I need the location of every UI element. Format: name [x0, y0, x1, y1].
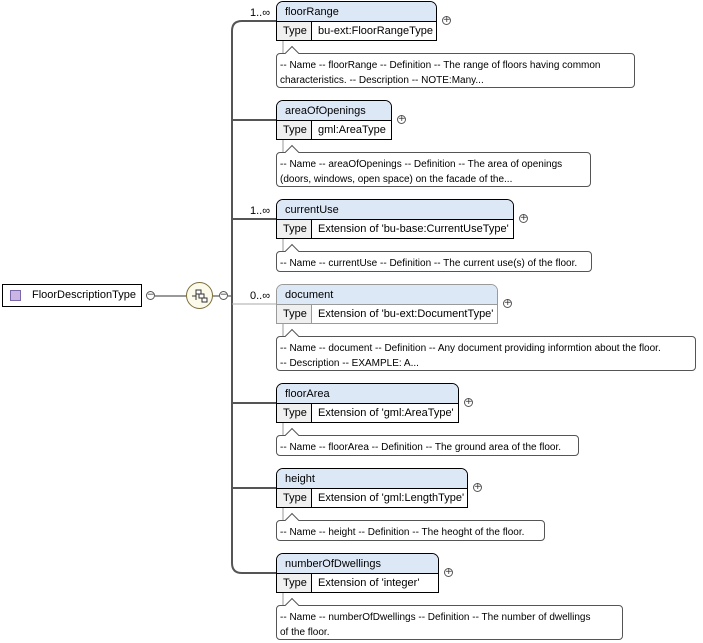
element-name: areaOfOpenings	[277, 101, 391, 121]
root-type-name: FloorDescriptionType	[32, 289, 136, 301]
annotation-line: -- Name -- floorRange -- Definition -- T…	[280, 60, 601, 71]
expand-toggle[interactable]: +	[519, 213, 528, 223]
annotation-line: of the floor.	[280, 627, 330, 638]
annotation-line: -- Name -- floorArea -- Definition -- Th…	[280, 442, 562, 453]
element-type-value: bu-ext:FloorRangeType	[318, 25, 433, 37]
expand-toggle[interactable]: +	[503, 298, 512, 308]
element-name: floorArea	[277, 384, 458, 404]
element-annotation: -- Name -- currentUse -- Definition -- T…	[276, 251, 592, 272]
element-cardinality: 1..∞	[250, 205, 271, 217]
annotation-line: -- Description -- EXAMPLE: A...	[280, 358, 419, 369]
expand-toggle[interactable]: +	[397, 114, 406, 124]
element-type-key: Type	[277, 574, 312, 592]
element-type-key: Type	[277, 404, 312, 422]
sequence-icon	[192, 289, 208, 303]
element-name: height	[277, 469, 467, 489]
annotation-line: -- Name -- areaOfOpenings -- Definition …	[280, 159, 563, 170]
element-type-key: Type	[277, 220, 312, 238]
annotation-line: (doors, windows, open space) on the faca…	[280, 174, 513, 185]
element-annotation: -- Name -- floorRange -- Definition -- T…	[276, 53, 635, 88]
element-annotation: -- Name -- areaOfOpenings -- Definition …	[276, 152, 591, 187]
element-type-value: Extension of 'bu-ext:DocumentType'	[318, 308, 494, 320]
annotation-line: -- Name -- numberOfDwellings -- Definiti…	[280, 612, 591, 623]
annotation-line: -- Name -- height -- Definition -- The h…	[280, 527, 525, 538]
sequence-compositor[interactable]	[186, 282, 213, 309]
element-type-key: Type	[277, 121, 312, 139]
element-name: floorRange	[277, 2, 436, 22]
element-annotation: -- Name -- height -- Definition -- The h…	[276, 520, 545, 541]
expand-toggle[interactable]: +	[444, 567, 453, 577]
element-annotation: -- Name -- numberOfDwellings -- Definiti…	[276, 605, 623, 640]
element-cardinality: 1..∞	[250, 7, 271, 19]
element-type-key: Type	[277, 489, 312, 507]
element-type-value: Extension of 'bu-base:CurrentUseType'	[318, 223, 509, 235]
sequence-bus-line	[231, 20, 276, 574]
element-type-value: gml:AreaType	[318, 124, 386, 136]
element-cardinality: 0..∞	[250, 290, 271, 302]
element-type-value: Extension of 'integer'	[318, 577, 420, 589]
expand-toggle[interactable]: +	[442, 15, 451, 25]
expand-toggle[interactable]: +	[464, 397, 473, 407]
element-annotation: -- Name -- floorArea -- Definition -- Th…	[276, 435, 579, 456]
sequence-collapse-toggle[interactable]: −	[219, 290, 228, 300]
root-type-box[interactable]: FloorDescriptionType	[2, 284, 142, 307]
element-type-value: Extension of 'gml:LengthType'	[318, 492, 465, 504]
element-name: document	[277, 285, 497, 305]
expand-toggle[interactable]: +	[473, 482, 482, 492]
element-type-key: Type	[277, 305, 312, 323]
element-type-value: Extension of 'gml:AreaType'	[318, 407, 454, 419]
annotation-line: -- Name -- document -- Definition -- Any…	[280, 343, 661, 354]
element-type-key: Type	[277, 22, 312, 40]
element-name: currentUse	[277, 200, 513, 220]
annotation-line: characteristics. -- Description -- NOTE:…	[280, 75, 484, 86]
element-name: numberOfDwellings	[277, 554, 438, 574]
annotation-line: -- Name -- currentUse -- Definition -- T…	[280, 258, 578, 269]
root-collapse-toggle[interactable]: −	[146, 290, 155, 300]
element-annotation: -- Name -- document -- Definition -- Any…	[276, 336, 696, 371]
complex-type-icon	[10, 290, 21, 301]
